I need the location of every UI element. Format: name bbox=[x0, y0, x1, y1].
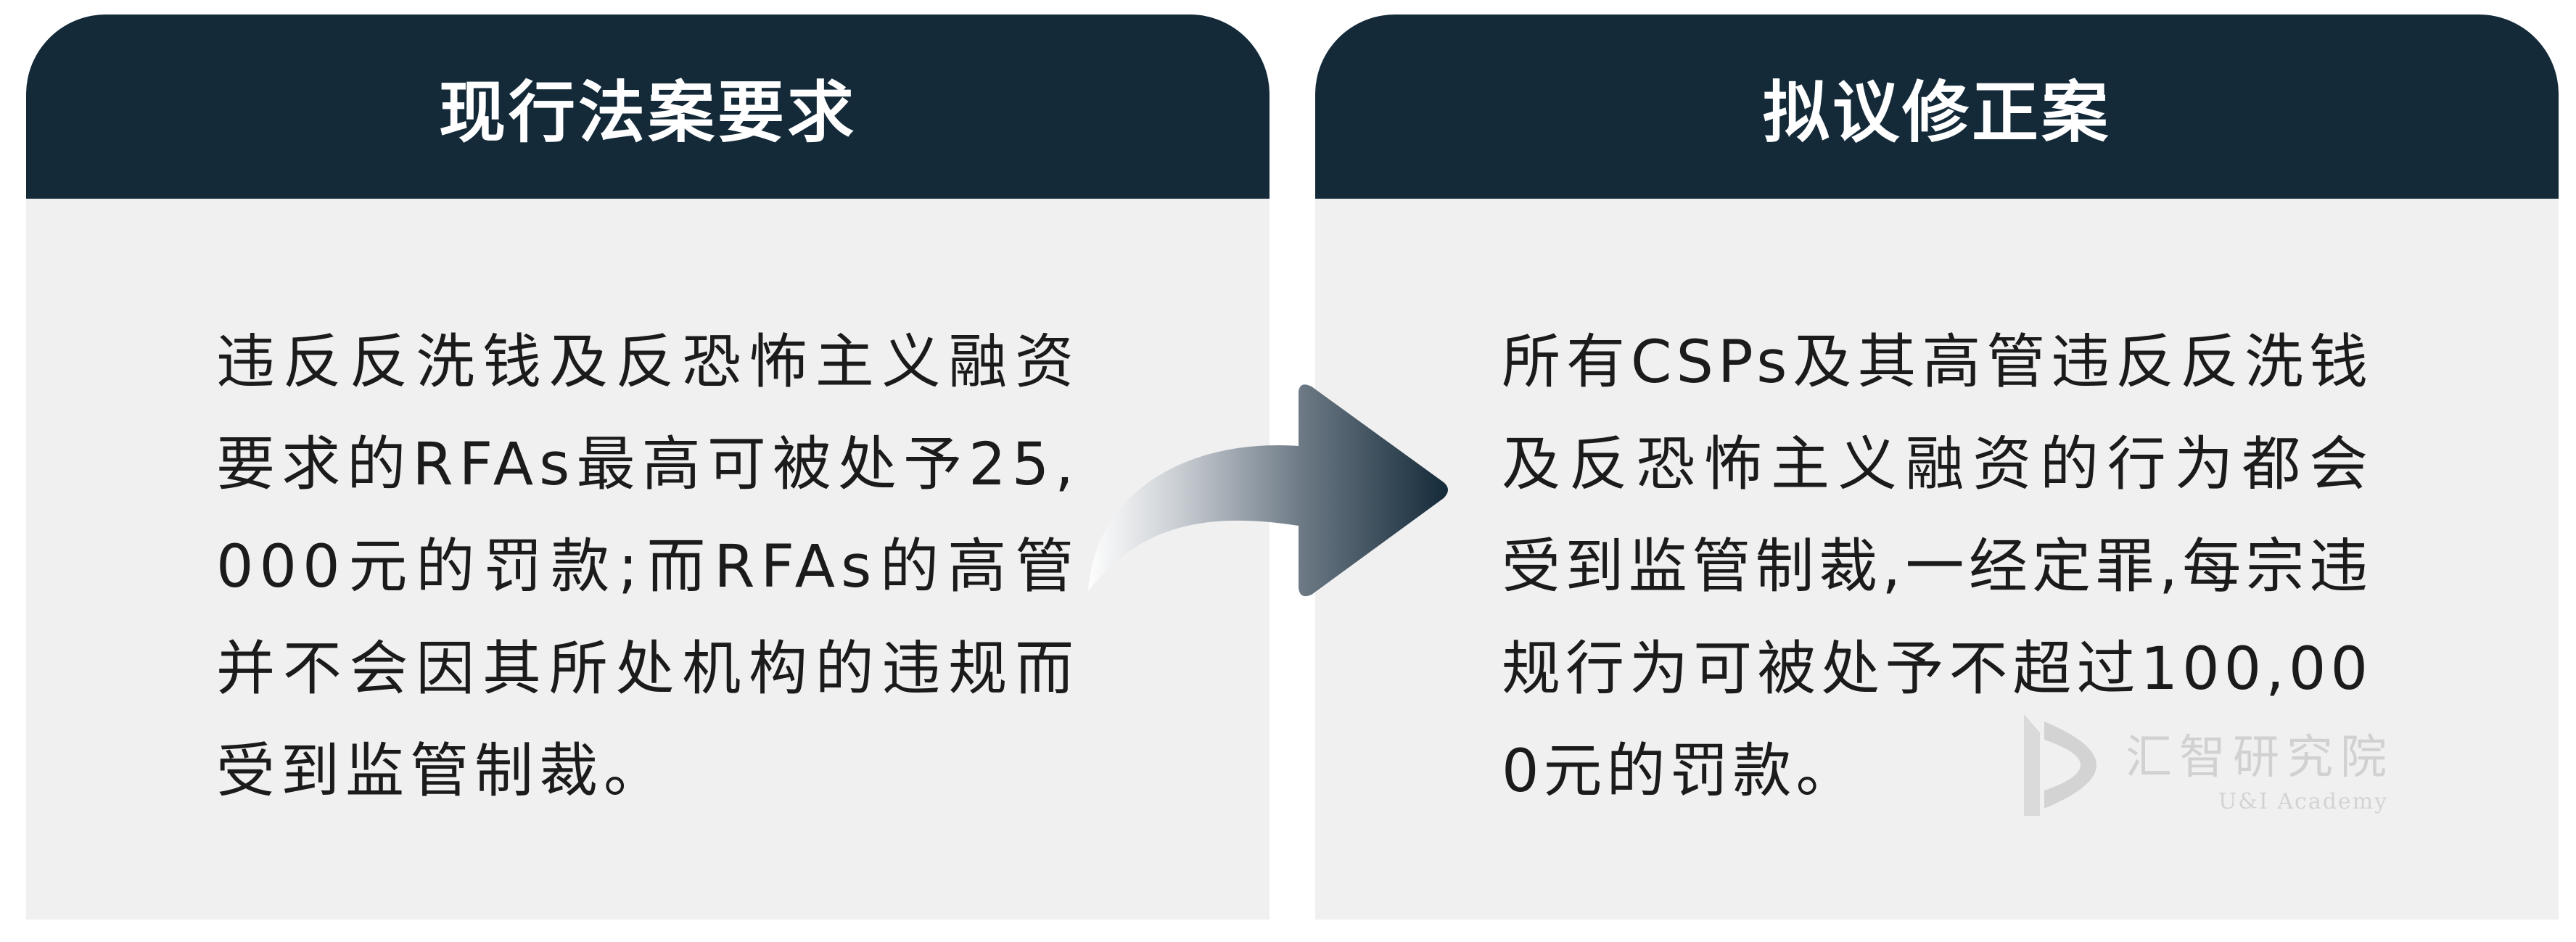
proposed-amendment-panel: 拟议修正案 所有CSPs及其高管违反反洗钱及反恐怖主义融资的行为都会受到监管制裁… bbox=[1315, 15, 2559, 920]
proposed-amendment-header: 拟议修正案 bbox=[1315, 15, 2559, 199]
watermark-subtitle: U&I Academy bbox=[2218, 789, 2389, 814]
current-law-header: 现行法案要求 bbox=[26, 15, 1270, 199]
current-law-title: 现行法案要求 bbox=[438, 73, 857, 152]
proposed-amendment-text: 所有CSPs及其高管违反反洗钱及反恐怖主义融资的行为都会受到监管制裁,一经定罪,… bbox=[1502, 329, 2372, 806]
watermark-title: 汇智研究院 bbox=[2126, 731, 2394, 785]
academy-logo-icon bbox=[2024, 714, 2096, 816]
transition-arrow-icon bbox=[1088, 384, 1448, 597]
watermark: 汇智研究院 U&I Academy bbox=[2024, 714, 2416, 823]
current-law-text: 违反反洗钱及反恐怖主义融资要求的RFAs最高可被处予25,000元的罚款;而RF… bbox=[216, 329, 1079, 806]
proposed-amendment-title: 拟议修正案 bbox=[1762, 73, 2111, 152]
current-law-panel: 现行法案要求 违反反洗钱及反恐怖主义融资要求的RFAs最高可被处予25,000元… bbox=[26, 15, 1270, 920]
proposed-amendment-body: 所有CSPs及其高管违反反洗钱及反恐怖主义融资的行为都会受到监管制裁,一经定罪,… bbox=[1315, 312, 2559, 823]
current-law-body: 违反反洗钱及反恐怖主义融资要求的RFAs最高可被处予25,000元的罚款;而RF… bbox=[26, 312, 1270, 823]
